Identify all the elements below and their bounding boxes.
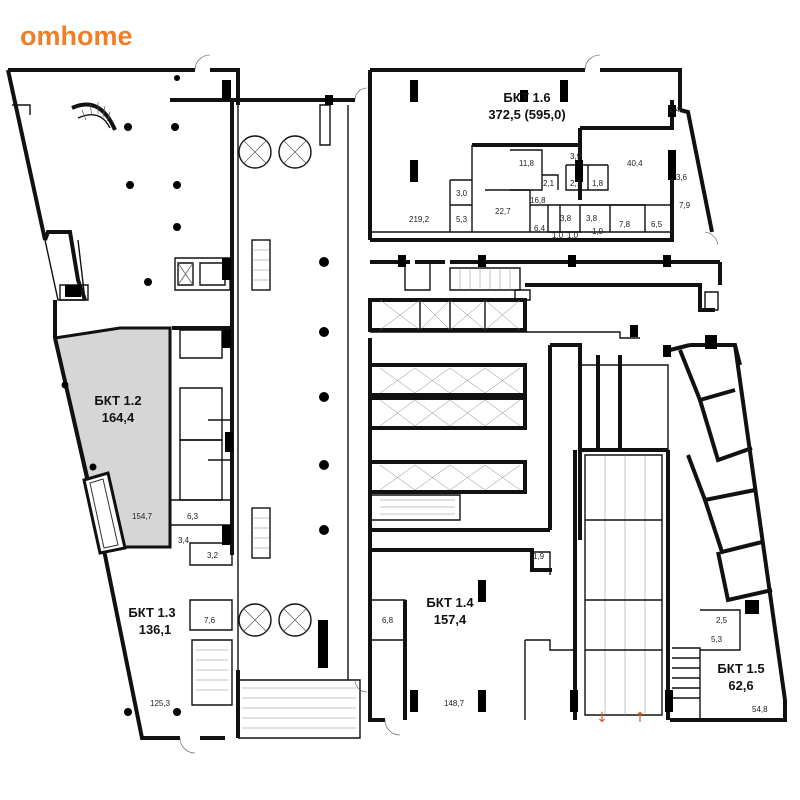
unit-1-5-area: 62,6 (728, 678, 753, 693)
room-area: 3,4 (178, 536, 190, 545)
room-area: 2,1 (543, 179, 555, 188)
unit-1-6-title[interactable]: БКТ 1.6 (503, 90, 550, 105)
right-building-walls (222, 68, 787, 722)
room-area: 11,8 (519, 159, 535, 168)
room-area-labels: 154,7 6,3 3,4 3,2 7,6 125,3 6,8 1,9 148,… (132, 105, 768, 714)
arrow-up-icon: ↑ (634, 710, 646, 726)
room-area: 1,0 (552, 231, 564, 240)
room-area: 3,2 (207, 551, 219, 560)
unit-1-4-title[interactable]: БКТ 1.4 (426, 595, 474, 610)
left-building-walls (6, 68, 361, 740)
room-area: 6,3 (187, 512, 199, 521)
room-area: 6,8 (382, 616, 394, 625)
room-area: 7,9 (679, 201, 691, 210)
room-area: 2,1 (570, 179, 582, 188)
room-area: 3,9 (570, 152, 582, 161)
room-area: 1,0 (567, 231, 579, 240)
unit-1-3-area: 136,1 (139, 622, 172, 637)
room-area: 22,7 (495, 207, 511, 216)
room-area: 3,8 (560, 214, 572, 223)
unit-1-2-area: 164,4 (102, 410, 135, 425)
room-area: 3,8 (586, 214, 598, 223)
room-area: 40,4 (627, 159, 643, 168)
room-area: 148,7 (444, 699, 465, 708)
room-area: 16,8 (530, 196, 546, 205)
brand-logo: omhome (20, 21, 133, 51)
central-atrium (232, 95, 355, 680)
lift-shaft-1-2 (82, 471, 127, 555)
arrow-down-icon: ↓ (596, 710, 608, 726)
room-area: 3,6 (676, 173, 688, 182)
unit-1-2-title[interactable]: БКТ 1.2 (94, 393, 141, 408)
room-area: 5,3 (456, 215, 468, 224)
unit-1-4-area: 157,4 (434, 612, 467, 627)
room-area: 125,3 (150, 699, 171, 708)
left-columns (61, 75, 181, 716)
room-area: 219,2 (409, 215, 430, 224)
room-area: 1,8 (592, 179, 604, 188)
unit-1-3-title[interactable]: БКТ 1.3 (128, 605, 175, 620)
room-area: 6,5 (651, 220, 663, 229)
room-area: 54,8 (752, 705, 768, 714)
room-area: 6,4 (534, 224, 546, 233)
unit-1-6-area: 372,5 (595,0) (488, 107, 565, 122)
room-area: 5,3 (711, 635, 723, 644)
room-area: 2,4 (669, 105, 681, 114)
spiral-stair-icon (71, 102, 117, 131)
unit-1-5-title[interactable]: БКТ 1.5 (717, 661, 764, 676)
room-area: 1,9 (533, 552, 545, 561)
room-area: 7,8 (619, 220, 631, 229)
room-area: 1,9 (592, 227, 604, 236)
room-area: 2,5 (716, 616, 728, 625)
room-area: 3,0 (456, 189, 468, 198)
room-area: 154,7 (132, 512, 153, 521)
room-area: 7,6 (204, 616, 216, 625)
doors (179, 54, 719, 754)
